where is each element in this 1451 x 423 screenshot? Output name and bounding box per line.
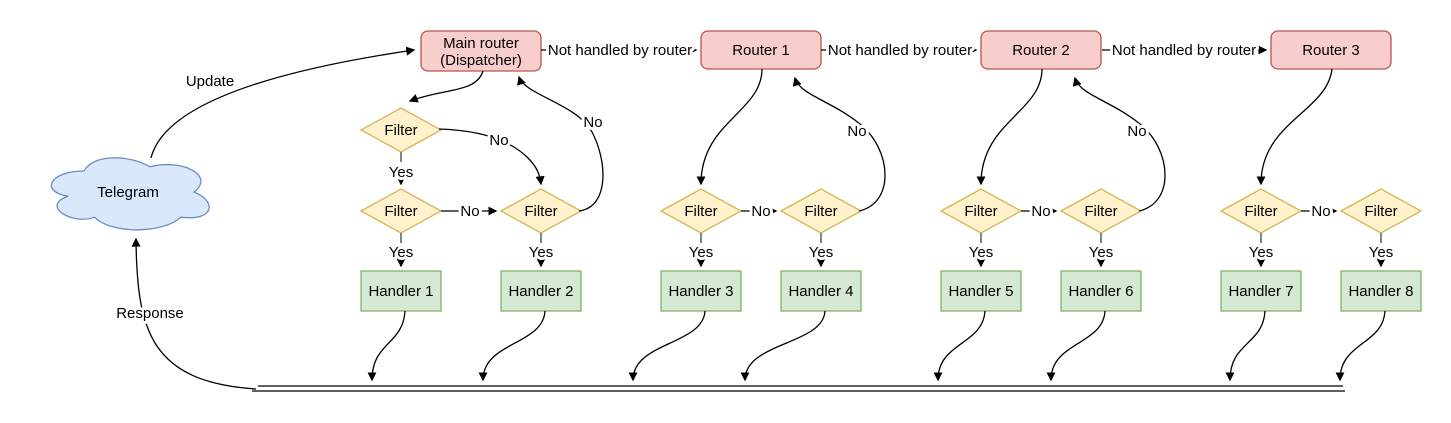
edge-update: [150, 46, 416, 159]
main-router-label-line1: Main router: [443, 35, 519, 52]
label-yes: Yes: [1089, 244, 1113, 261]
label-no: No: [489, 132, 508, 149]
label-no: No: [1031, 203, 1050, 220]
handler-3-node: [660, 270, 742, 312]
label-not-handled-1: Not handled by router: [548, 42, 692, 59]
label-yes: Yes: [529, 244, 553, 261]
telegram-cloud-label: Telegram: [97, 184, 159, 201]
edge-handler4-out: [740, 310, 826, 382]
filter-label: Filter: [804, 203, 837, 220]
handler-1-node: [360, 270, 442, 312]
label-yes: Yes: [809, 244, 833, 261]
edge-filter-b2-return: [792, 76, 886, 212]
label-no: No: [751, 203, 770, 220]
filter-label: Filter: [384, 203, 417, 220]
filter-node-d2: [1339, 188, 1423, 234]
handler-1-label: Handler 1: [368, 283, 433, 300]
filter-label: Filter: [964, 203, 997, 220]
filter-label: Filter: [1244, 203, 1277, 220]
telegram-cloud: [50, 157, 210, 231]
edge-filter-a1-no: [438, 128, 545, 186]
edge-handler2-out: [478, 310, 546, 382]
label-no: No: [1127, 123, 1146, 140]
router-2-node: [980, 30, 1102, 70]
handler-8-label: Handler 8: [1348, 283, 1413, 300]
filter-label: Filter: [1364, 203, 1397, 220]
handler-4-label: Handler 4: [788, 283, 853, 300]
label-not-handled-3: Not handled by router: [1112, 42, 1256, 59]
nodes: Telegram Main router (Dispatcher) Router…: [50, 30, 1423, 312]
edge-handler7-out: [1225, 310, 1266, 382]
handler-6-node: [1060, 270, 1142, 312]
filter-label: Filter: [524, 203, 557, 220]
label-no: No: [1311, 203, 1330, 220]
handler-5-node: [940, 270, 1022, 312]
edge-filter-a3-return: [517, 75, 604, 212]
edge-main-to-filter: [408, 70, 484, 103]
edge-handler3-out: [628, 310, 706, 382]
label-yes: Yes: [689, 244, 713, 261]
handler-7-label: Handler 7: [1228, 283, 1293, 300]
edge-handler6-out: [1046, 310, 1106, 382]
filter-label: Filter: [384, 122, 417, 139]
edge-router1-to-filter: [696, 68, 763, 186]
main-router-label-line2: (Dispatcher): [440, 52, 522, 69]
edge-handler8-out: [1335, 310, 1386, 382]
filter-label: Filter: [1084, 203, 1117, 220]
label-yes: Yes: [969, 244, 993, 261]
router-3-label: Router 3: [1302, 42, 1360, 59]
handler-5-label: Handler 5: [948, 283, 1013, 300]
edge-handler5-out: [933, 310, 986, 382]
router-2-label: Router 2: [1012, 42, 1070, 59]
label-no: No: [847, 123, 866, 140]
edge-labels: Update Response Not handled by router No…: [113, 39, 1396, 325]
handler-2-label: Handler 2: [508, 283, 573, 300]
router-1-label: Router 1: [732, 42, 790, 59]
handler-3-label: Handler 3: [668, 283, 733, 300]
label-yes: Yes: [389, 164, 413, 181]
label-yes: Yes: [389, 244, 413, 261]
label-not-handled-2: Not handled by router: [828, 42, 972, 59]
handler-8-node: [1340, 270, 1422, 312]
edge-filter-c2-return: [1072, 76, 1166, 212]
edge-handler1-out: [367, 310, 406, 382]
handler-6-label: Handler 6: [1068, 283, 1133, 300]
label-yes: Yes: [1369, 244, 1393, 261]
label-update: Update: [186, 73, 234, 90]
edge-router2-to-filter: [976, 68, 1043, 186]
edge-response: [131, 237, 257, 390]
filter-label: Filter: [684, 203, 717, 220]
filter-node-a1: [359, 107, 443, 153]
label-no: No: [460, 203, 479, 220]
main-router-node: [420, 30, 542, 72]
router-3-node: [1270, 30, 1392, 70]
label-yes: Yes: [1249, 244, 1273, 261]
handler-2-node: [500, 270, 582, 312]
edge-router3-to-filter: [1256, 68, 1333, 186]
handler-4-node: [780, 270, 862, 312]
label-no: No: [583, 114, 602, 131]
label-response: Response: [116, 305, 184, 322]
handler-7-node: [1220, 270, 1302, 312]
edges: [131, 45, 1386, 392]
